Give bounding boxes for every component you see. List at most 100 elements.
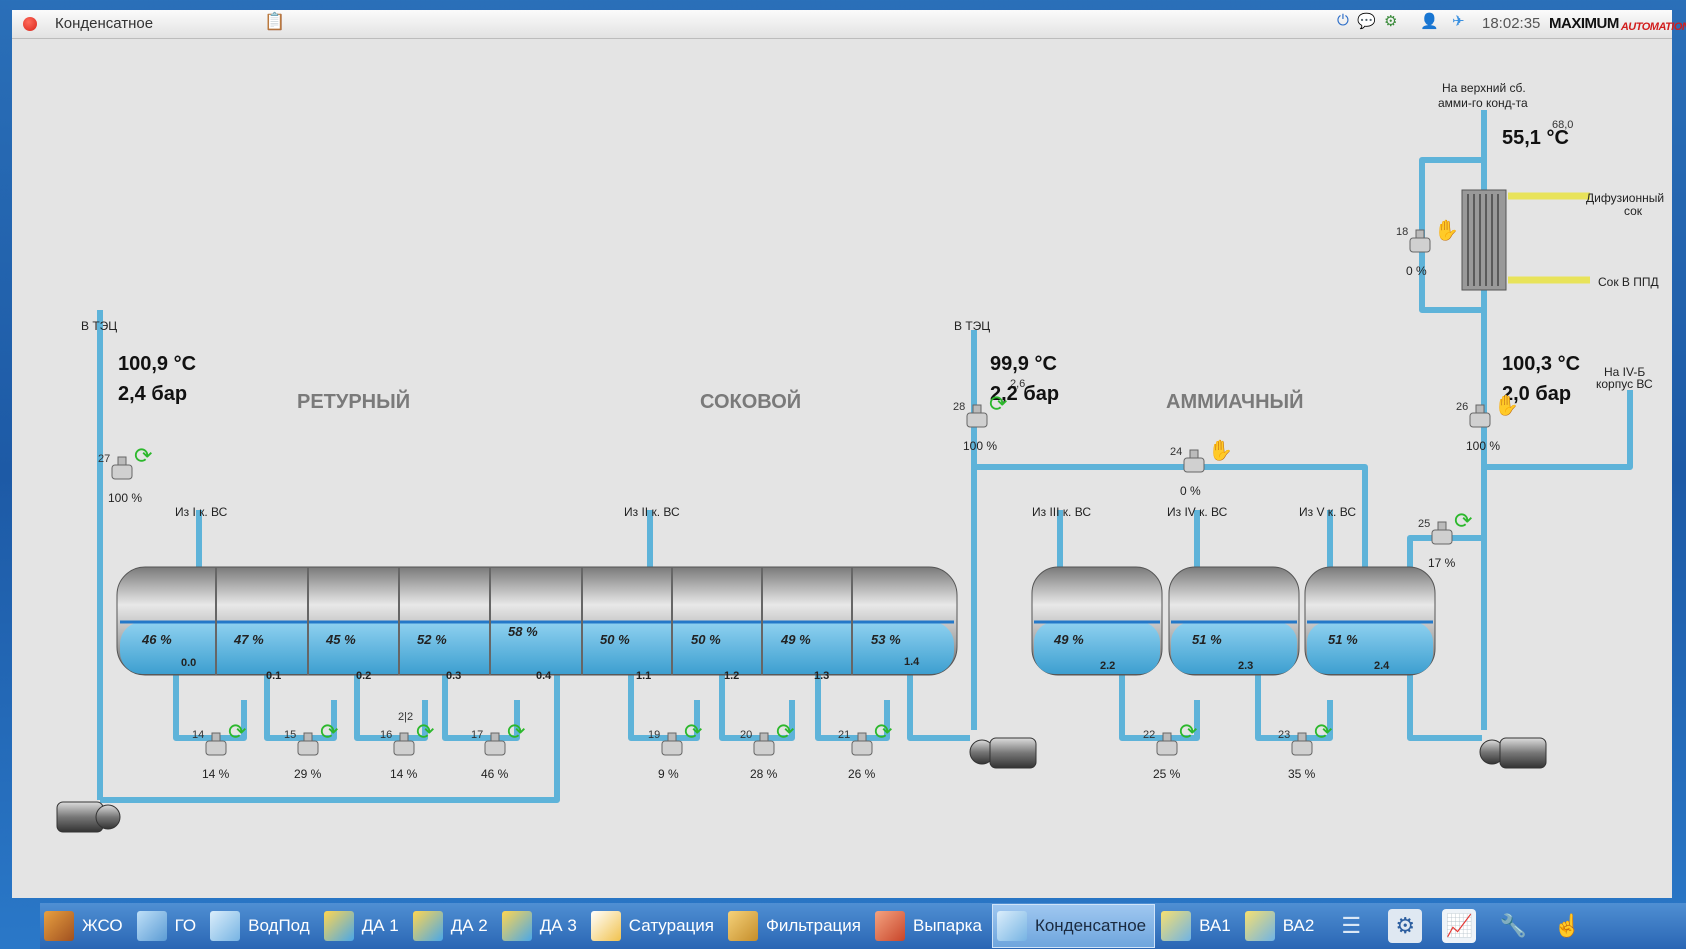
valve-id-17: 17 (471, 729, 483, 741)
valve-position-14: 14 % (202, 767, 230, 781)
valve-position-18: 0 % (1406, 264, 1427, 278)
taskbar-tab-5[interactable]: ДА 2 (409, 905, 496, 947)
auto-mode-icon[interactable]: ⟳ (874, 720, 892, 745)
taskbar-tab-9[interactable]: Выпарка (871, 905, 990, 947)
saturation-icon (590, 911, 621, 941)
heat-exchanger (1461, 189, 1507, 291)
user-icon[interactable]: 👤 (1420, 13, 1439, 30)
touch-hand-icon[interactable]: ☝ (1553, 913, 1581, 938)
evaporation-icon (874, 911, 905, 941)
tank-section-id-2.4: 2.4 (1374, 660, 1390, 672)
clipboard-icon[interactable]: 📋 (264, 12, 286, 31)
taskbar-label: ДА 2 (450, 916, 488, 935)
valve-extra-16: 2|2 (398, 711, 413, 723)
connection-icon[interactable]: ⏻ (1337, 12, 1349, 29)
pressure-setpoint-2: 2,6 (1010, 378, 1025, 390)
va1-icon (1161, 911, 1192, 941)
manual-hand-icon[interactable]: ✋ (1494, 393, 1519, 417)
auto-mode-icon[interactable]: ⟳ (507, 720, 525, 745)
valve-position-24: 0 % (1180, 484, 1201, 498)
taskbar-tab-1[interactable]: ЖСО (40, 905, 131, 947)
to-tec-label-1: В ТЭЦ (81, 319, 117, 333)
taskbar-tab-6[interactable]: ДА 3 (498, 905, 585, 947)
iv-b-label-2: корпус ВС (1596, 377, 1653, 391)
valve-18[interactable]: 18 0 % ✋ (1396, 218, 1459, 278)
operator-tools-icon[interactable]: 🔧 (1499, 913, 1527, 938)
valve-position-16: 14 % (390, 767, 418, 781)
da1-icon (323, 911, 354, 941)
auto-mode-icon[interactable]: ⟳ (776, 720, 794, 745)
from-4-label: Из IV к. ВС (1167, 505, 1228, 519)
taskbar-label: ДА 3 (539, 916, 577, 935)
taskbar-tab-2[interactable]: ГО (133, 905, 204, 947)
taskbar-tab-11[interactable]: ВА1 (1157, 905, 1239, 947)
valve-id-15: 15 (284, 729, 296, 741)
taskbar-tab-7[interactable]: Сатурация (587, 905, 722, 947)
title-bar: Конденсатное 📋 ⏻ 💬 ⚙ 👤 ✈ 18:02:35 MAXIMU… (12, 10, 1686, 39)
auto-mode-icon[interactable]: ⟳ (989, 392, 1007, 417)
valve-position-15: 29 % (294, 767, 322, 781)
tank-level-0.1: 47 % (233, 632, 264, 647)
temp-reading-2: 99,9 °C (990, 353, 1057, 375)
valve-24[interactable]: 240 %✋ (1170, 438, 1233, 498)
from-3-label: Из III к. ВС (1032, 505, 1091, 519)
auto-mode-icon[interactable]: ⟳ (1314, 720, 1332, 745)
telegram-icon[interactable]: ✈ (1452, 13, 1465, 30)
taskbar-tab-12[interactable]: ВА2 (1241, 905, 1323, 947)
va2-icon (1244, 911, 1275, 941)
valve-19[interactable]: 199 %⟳ (648, 720, 702, 781)
manual-hand-icon[interactable]: ✋ (1208, 438, 1233, 462)
network-icon[interactable]: ⚙ (1384, 13, 1398, 30)
tank-level-1.3: 49 % (780, 632, 811, 647)
manual-hand-icon[interactable]: ✋ (1434, 218, 1459, 242)
valve-id-18: 18 (1396, 226, 1408, 238)
grid-icon[interactable]: ☰ (1341, 913, 1362, 938)
tank-section-id-0.2: 0.2 (356, 670, 371, 682)
da3-icon (501, 911, 532, 941)
auto-mode-icon[interactable]: ⟳ (320, 720, 338, 745)
tank-section-id-1.1: 1.1 (636, 670, 651, 682)
tank-section-id-0.1: 0.1 (266, 670, 281, 682)
tank-section-id-0.3: 0.3 (446, 670, 461, 682)
tank-level-0.2: 45 % (325, 632, 356, 647)
taskbar-tab-8[interactable]: Фильтрация (724, 905, 869, 947)
valve-15[interactable]: 15 29 % ⟳ (284, 720, 338, 781)
taskbar-label: Фильтрация (765, 916, 861, 935)
trend-chart-icon[interactable]: 📈 (1442, 909, 1477, 943)
auto-mode-icon[interactable]: ⟳ (228, 720, 246, 745)
taskbar-tab-4[interactable]: ДА 1 (320, 905, 407, 947)
tank-level-1.4: 53 % (871, 632, 901, 647)
pump-left[interactable] (56, 801, 121, 833)
vodpod-icon (210, 911, 241, 941)
auto-mode-icon[interactable]: ⟳ (416, 720, 434, 745)
taskbar-label: Сатурация (628, 916, 714, 935)
valve-id-20: 20 (740, 729, 752, 741)
valve-17[interactable]: 17 46 % ⟳ (471, 720, 525, 781)
pump-right[interactable] (1479, 737, 1547, 769)
auto-mode-icon[interactable]: ⟳ (1454, 509, 1472, 534)
chat-icon[interactable]: 💬 (1357, 13, 1376, 30)
settings-gear-icon[interactable]: ⚙ (1388, 909, 1423, 943)
auto-mode-icon[interactable]: ⟳ (684, 720, 702, 745)
temp-setpoint-top: 68,0 (1552, 119, 1573, 131)
taskbar-tab-3[interactable]: ВодПод (206, 905, 318, 947)
taskbar-label: Выпарка (912, 916, 982, 935)
pump-middle[interactable] (969, 737, 1037, 769)
taskbar-tab-10[interactable]: Конденсатное (991, 904, 1156, 948)
auto-mode-icon[interactable]: ⟳ (1179, 720, 1197, 745)
valve-position-17: 46 % (481, 767, 509, 781)
auto-mode-icon[interactable]: ⟳ (134, 444, 152, 469)
taskbar-label: ДА 1 (361, 916, 399, 935)
top-collector-label-2: амми-го конд-та (1438, 96, 1528, 110)
close-icon[interactable] (23, 17, 37, 31)
